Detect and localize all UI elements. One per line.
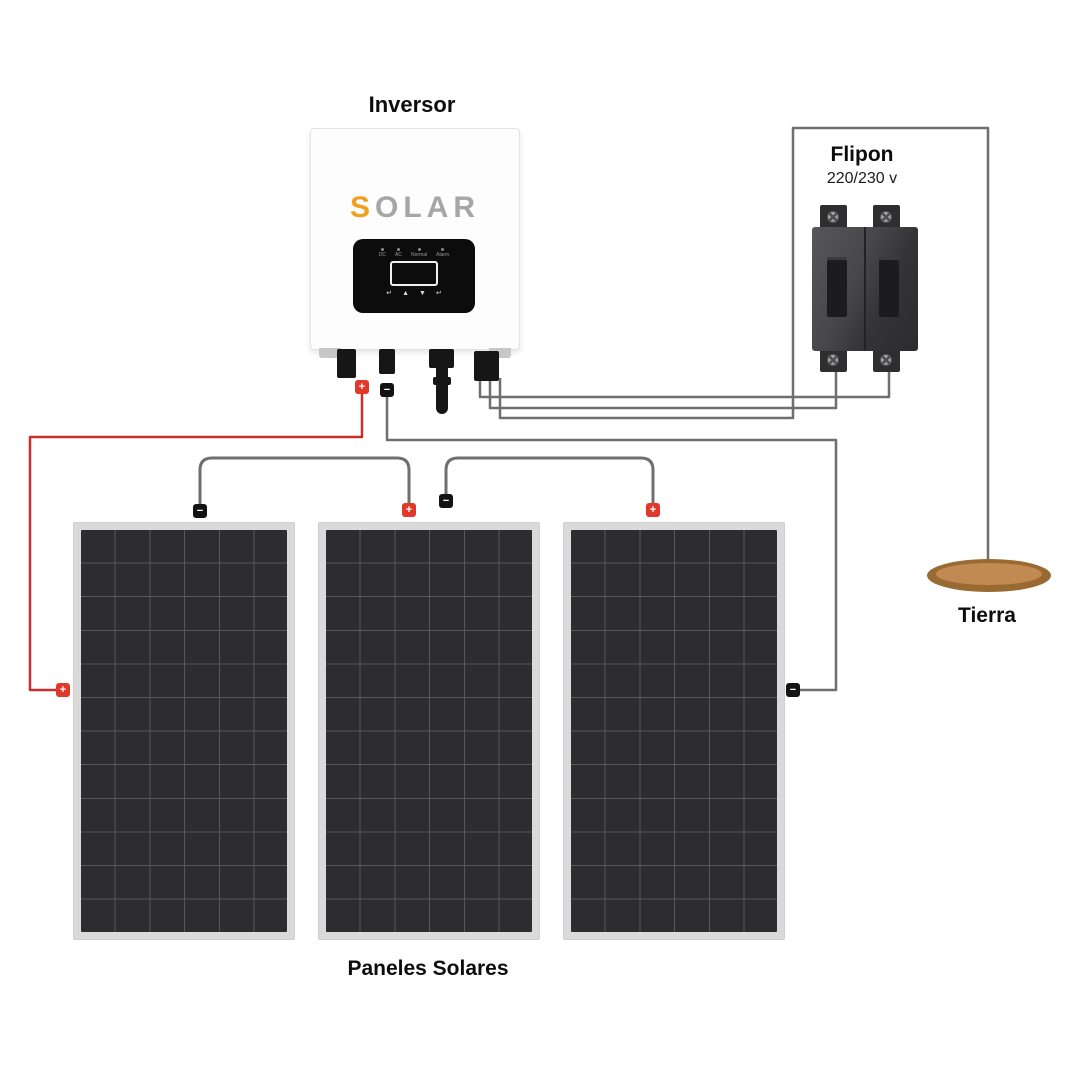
- return-button-icon: ↵: [386, 290, 393, 297]
- terminal-inverter-negative: −: [380, 383, 394, 397]
- led-label: Alarm: [436, 252, 450, 258]
- solar-panel-3: [563, 522, 785, 940]
- wire-dc-positive: [28, 390, 364, 692]
- inverter-led-row: DC AC Normal Alarm: [353, 248, 475, 258]
- mount-tab-left: [319, 348, 341, 358]
- terminal-panel3-positive: +: [646, 503, 660, 517]
- wire-ac-line-1: [478, 370, 891, 399]
- wire-series-panel1-panel2: [198, 456, 411, 505]
- solar-panel-cells: [81, 530, 287, 932]
- terminal-panel1-positive: +: [56, 683, 70, 697]
- wire-ground: [498, 126, 990, 566]
- brand-accent-letter: S: [349, 191, 375, 224]
- ground-mound: [936, 563, 1042, 585]
- screw-icon: [827, 354, 839, 366]
- led-label: DC: [378, 252, 387, 258]
- inverter-display: DC AC Normal Alarm ↵ ▲ ▼ ↵: [353, 239, 475, 313]
- terminal-panel3-negative: −: [786, 683, 800, 697]
- ac-output-connector: [474, 351, 499, 381]
- antenna-connector-head: [429, 349, 454, 368]
- dc-connector-2: [379, 349, 395, 374]
- flipon-breaker: [812, 227, 918, 351]
- antenna-connector-stem: [436, 366, 448, 414]
- wire-ac-line-2: [488, 370, 838, 410]
- wire-dc-negative-return: [385, 392, 838, 692]
- inverter-brand-logo: SOLAR: [311, 191, 519, 225]
- led-label: Normal: [411, 252, 428, 258]
- led-ac: AC: [395, 248, 402, 258]
- up-button-icon: ▲: [402, 290, 409, 297]
- solar-panel-cells: [571, 530, 777, 932]
- led-label: AC: [395, 252, 402, 258]
- breaker-switch-lever-1: [827, 257, 847, 317]
- mount-tab-right: [489, 348, 511, 358]
- screw-icon: [880, 354, 892, 366]
- solar-panel-cells: [326, 530, 532, 932]
- led-dot-icon: [417, 248, 421, 251]
- solar-panel-1: [73, 522, 295, 940]
- down-button-icon: ▼: [419, 290, 426, 297]
- led-normal: Normal: [411, 248, 427, 258]
- led-dot-icon: [441, 248, 445, 251]
- led-dot-icon: [397, 248, 401, 251]
- ground-label: Tierra: [958, 604, 1016, 627]
- inverter: SOLAR DC AC Normal Alarm ↵ ▲ ▼ ↵: [310, 128, 520, 358]
- flipon-voltage-label: 220/230 v: [826, 170, 898, 187]
- antenna-connector-ring: [433, 377, 451, 385]
- screw-icon: [880, 211, 892, 223]
- wire-series-panel2-panel3: [444, 456, 655, 504]
- dc-connector-1: [337, 349, 356, 378]
- inverter-lcd-screen: [390, 261, 438, 286]
- terminal-panel1-negative: −: [193, 504, 207, 518]
- panels-label: Paneles Solares: [347, 957, 509, 980]
- solar-panel-2: [318, 522, 540, 940]
- enter-button-icon: ↵: [435, 290, 442, 297]
- terminal-panel2-positive: +: [402, 503, 416, 517]
- terminal-inverter-positive: +: [355, 380, 369, 394]
- led-alarm: Alarm: [436, 248, 449, 258]
- led-dc: DC: [379, 248, 386, 258]
- flipon-label: Flipon: [830, 143, 894, 166]
- terminal-panel2-negative: −: [439, 494, 453, 508]
- brand-rest-letters: OLAR: [375, 191, 480, 224]
- screw-icon: [827, 211, 839, 223]
- led-dot-icon: [380, 248, 384, 251]
- inverter-label: Inversor: [368, 92, 456, 117]
- inverter-button-row: ↵ ▲ ▼ ↵: [353, 290, 475, 297]
- breaker-switch-lever-2: [879, 257, 899, 317]
- breaker-pole-divider: [864, 227, 866, 351]
